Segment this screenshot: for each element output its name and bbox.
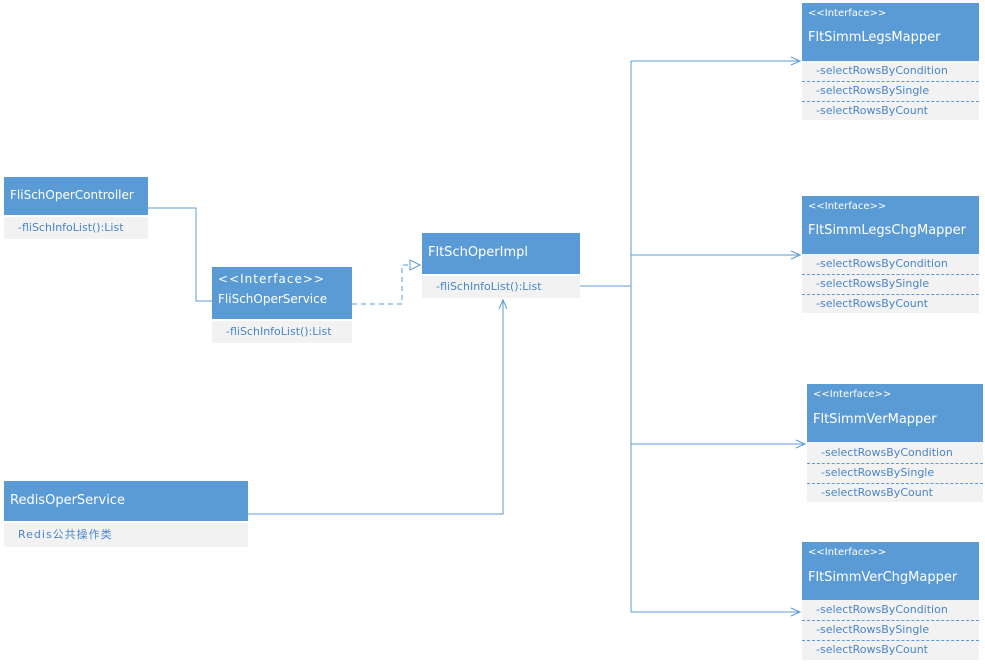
service-name: FliSchOperService xyxy=(218,292,328,306)
mapper-legs-method: -selectRowsByCondition xyxy=(802,61,979,82)
mapper-legs-chg-stereotype: <<Interface>> xyxy=(808,201,887,212)
mapper-ver-chg-name: FltSimmVerChgMapper xyxy=(808,570,958,585)
mapper-legs-chg-method: -selectRowsBySingle xyxy=(802,274,979,295)
controller-header: FliSchOperController xyxy=(4,177,148,215)
service-method: -fliSchInfoList():List xyxy=(226,325,332,338)
impl-name: FltSchOperImpl xyxy=(428,245,529,260)
service-body: -fliSchInfoList():List xyxy=(212,321,352,343)
mapper-ver-header: <<Interface>> FltSimmVerMapper xyxy=(807,384,983,442)
redis-header: RedisOperService xyxy=(4,481,248,521)
mapper-legs-chg-method: -selectRowsByCount xyxy=(816,297,928,310)
mapper-legs-chg-header: <<Interface>> FltSimmLegsChgMapper xyxy=(802,196,979,254)
mapper-legs-method: -selectRowsByCount xyxy=(816,104,928,117)
redis-description: Redis公共操作类 xyxy=(18,528,113,541)
mapper-ver-name: FltSimmVerMapper xyxy=(813,412,937,427)
mapper-ver-body: -selectRowsByCondition -selectRowsBySing… xyxy=(807,442,983,502)
mapper-ver-method: -selectRowsByCount xyxy=(821,486,933,499)
mapper-ver-method: -selectRowsByCondition xyxy=(807,443,983,464)
mapper-legs-stereotype: <<Interface>> xyxy=(808,8,887,19)
mapper-3-arrowhead xyxy=(795,439,807,449)
controller-body: -fliSchInfoList():List xyxy=(4,217,148,239)
mapper-ver-chg-header: <<Interface>> FltSimmVerChgMapper xyxy=(802,542,979,600)
mapper-2-arrowhead xyxy=(790,250,802,260)
mapper-ver-stereotype: <<Interface>> xyxy=(813,389,892,400)
redis-impl-connector xyxy=(248,300,504,515)
mapper-legs-chg-body: -selectRowsByCondition -selectRowsBySing… xyxy=(802,254,979,313)
mapper-ver-method: -selectRowsBySingle xyxy=(807,463,983,484)
mapper-ver-chg-method: -selectRowsByCount xyxy=(816,643,928,656)
mapper-ver-chg-stereotype: <<Interface>> xyxy=(808,547,887,558)
impl-body: -fliSchInfoList():List xyxy=(422,276,580,298)
controller-service-connector xyxy=(148,207,212,302)
redis-body: Redis公共操作类 xyxy=(4,523,248,547)
controller-name: FliSchOperController xyxy=(10,188,134,202)
mapper-legs-chg-name: FltSimmLegsChgMapper xyxy=(808,223,967,238)
service-header: <<Interface>> FliSchOperService xyxy=(212,267,352,319)
mapper-legs-chg-method: -selectRowsByCondition xyxy=(802,254,979,275)
service-impl-realization xyxy=(352,264,420,305)
redis-name: RedisOperService xyxy=(10,493,125,508)
realization-arrowhead xyxy=(409,259,422,271)
redis-impl-arrowhead xyxy=(498,298,508,310)
mapper-1-arrowhead xyxy=(790,56,802,66)
mapper-4-arrowhead xyxy=(790,607,802,617)
mapper-legs-name: FltSimmLegsMapper xyxy=(808,30,941,45)
service-stereotype: <<Interface>> xyxy=(218,272,325,286)
impl-header: FltSchOperImpl xyxy=(422,233,580,274)
mapper-ver-chg-method: -selectRowsByCondition xyxy=(802,600,979,621)
mapper-legs-body: -selectRowsByCondition -selectRowsBySing… xyxy=(802,61,979,120)
mapper-ver-chg-method: -selectRowsBySingle xyxy=(802,620,979,641)
mapper-legs-header: <<Interface>> FltSimmLegsMapper xyxy=(802,3,979,61)
mapper-legs-method: -selectRowsBySingle xyxy=(802,81,979,102)
impl-method: -fliSchInfoList():List xyxy=(436,280,542,293)
controller-method: -fliSchInfoList():List xyxy=(18,221,124,234)
mapper-ver-chg-body: -selectRowsByCondition -selectRowsBySing… xyxy=(802,600,979,660)
